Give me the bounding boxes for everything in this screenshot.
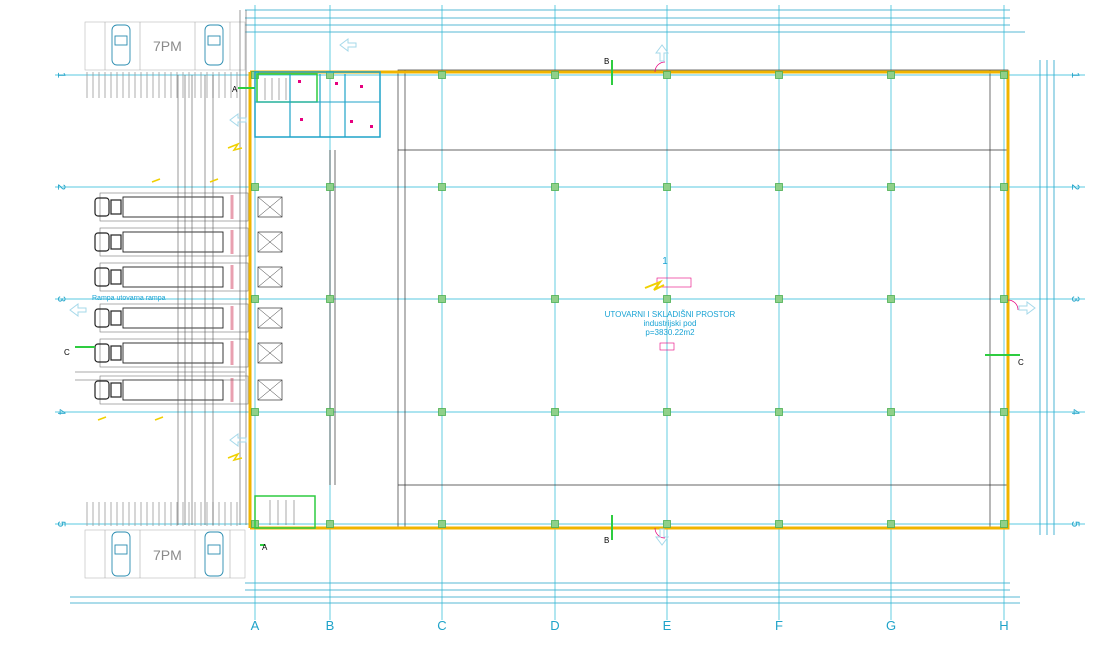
loading-dock-2 — [94, 227, 283, 257]
ramp-label: Rampa utovarna rampa — [92, 295, 166, 302]
row-label-3-left: 3 — [55, 296, 67, 302]
column-marker — [887, 183, 895, 191]
column-marker — [775, 71, 783, 79]
column-marker — [775, 520, 783, 528]
column-marker — [775, 295, 783, 303]
column-label-H: H — [999, 618, 1008, 633]
row-label-1-left: 1 — [55, 72, 67, 78]
column-label-G: G — [886, 618, 896, 633]
hall-floor: industrijski pod — [644, 319, 697, 328]
parking-top: 7PM — [84, 21, 246, 98]
column-marker — [551, 408, 559, 416]
parking-bottom-label: 7PM — [153, 547, 182, 563]
loading-docks — [94, 192, 283, 405]
column-marker — [1000, 408, 1008, 416]
row-label-5-left: 5 — [55, 521, 67, 527]
column-marker — [887, 520, 895, 528]
row-label-2-left: 2 — [55, 184, 67, 190]
hall-number: 1 — [662, 256, 668, 267]
row-label-5-right: 5 — [1069, 521, 1081, 527]
section-label-bottom: B — [604, 536, 609, 545]
column-label-D: D — [550, 618, 559, 633]
column-marker — [663, 295, 671, 303]
column-marker — [663, 520, 671, 528]
loading-dock-6 — [94, 375, 283, 405]
column-marker — [663, 71, 671, 79]
row-label-1-right: 1 — [1069, 72, 1081, 78]
parking-bottom: 7PM — [84, 502, 246, 579]
column-label-F: F — [775, 618, 783, 633]
column-marker — [1000, 71, 1008, 79]
section-label-stair-bottom: A — [262, 543, 268, 552]
column-marker — [775, 183, 783, 191]
section-labels: C C B B A A — [64, 57, 1024, 552]
column-marker — [251, 183, 259, 191]
entry-arrows — [69, 38, 1036, 546]
column-label-E: E — [663, 618, 672, 633]
column-marker — [326, 520, 334, 528]
row-label-4-left: 4 — [55, 409, 67, 415]
column-marker — [887, 71, 895, 79]
column-marker — [551, 295, 559, 303]
loading-dock-5 — [94, 338, 283, 368]
column-marker — [551, 71, 559, 79]
column-marker — [551, 183, 559, 191]
column-marker — [1000, 295, 1008, 303]
column-marker — [438, 520, 446, 528]
office-block-bottom — [254, 495, 316, 529]
column-label-C: C — [437, 618, 446, 633]
column-label-B: B — [326, 618, 335, 633]
loading-dock-4 — [94, 303, 283, 333]
column-marker — [251, 295, 259, 303]
column-label-A: A — [251, 618, 260, 633]
office-block-top — [254, 71, 381, 138]
column-marker — [551, 520, 559, 528]
column-marker — [775, 408, 783, 416]
column-marker — [326, 183, 334, 191]
structural-columns — [251, 71, 1008, 528]
section-label-stair-top: A — [232, 85, 238, 94]
hall-name: UTOVARNI I SKLADIŠNI PROSTOR — [605, 310, 736, 319]
column-marker — [438, 295, 446, 303]
hall-area: p=3830.22m2 — [645, 328, 695, 337]
column-marker — [1000, 520, 1008, 528]
row-label-2-right: 2 — [1069, 184, 1081, 190]
parking-top-label: 7PM — [153, 38, 182, 54]
column-marker — [438, 183, 446, 191]
column-marker — [1000, 183, 1008, 191]
door-swings — [654, 61, 1019, 539]
dimension-lines-bottom — [70, 582, 1020, 604]
column-marker — [663, 408, 671, 416]
loading-dock-3 — [94, 262, 283, 292]
column-marker — [663, 183, 671, 191]
column-marker — [887, 295, 895, 303]
hall-label-group: 1 UTOVARNI I SKLADIŠNI PROSTOR industrij… — [605, 256, 736, 351]
column-marker — [438, 71, 446, 79]
column-marker — [438, 408, 446, 416]
dimension-lines-right — [1039, 60, 1055, 535]
section-label-right: C — [1018, 358, 1024, 367]
column-marker — [326, 295, 334, 303]
loading-dock-1 — [94, 192, 283, 222]
level-markers — [97, 142, 243, 462]
section-markers — [75, 60, 1020, 546]
column-marker — [326, 408, 334, 416]
section-label-left: C — [64, 348, 70, 357]
row-label-4-right: 4 — [1069, 409, 1081, 415]
column-axis-labels: A B C D E F G H — [251, 618, 1009, 633]
row-axis-labels: 1 1 2 2 3 3 4 4 5 5 — [55, 72, 1081, 527]
column-marker — [887, 408, 895, 416]
column-marker — [251, 408, 259, 416]
dimension-lines-top — [245, 9, 1025, 33]
row-label-3-right: 3 — [1069, 296, 1081, 302]
section-label-top: B — [604, 57, 609, 66]
